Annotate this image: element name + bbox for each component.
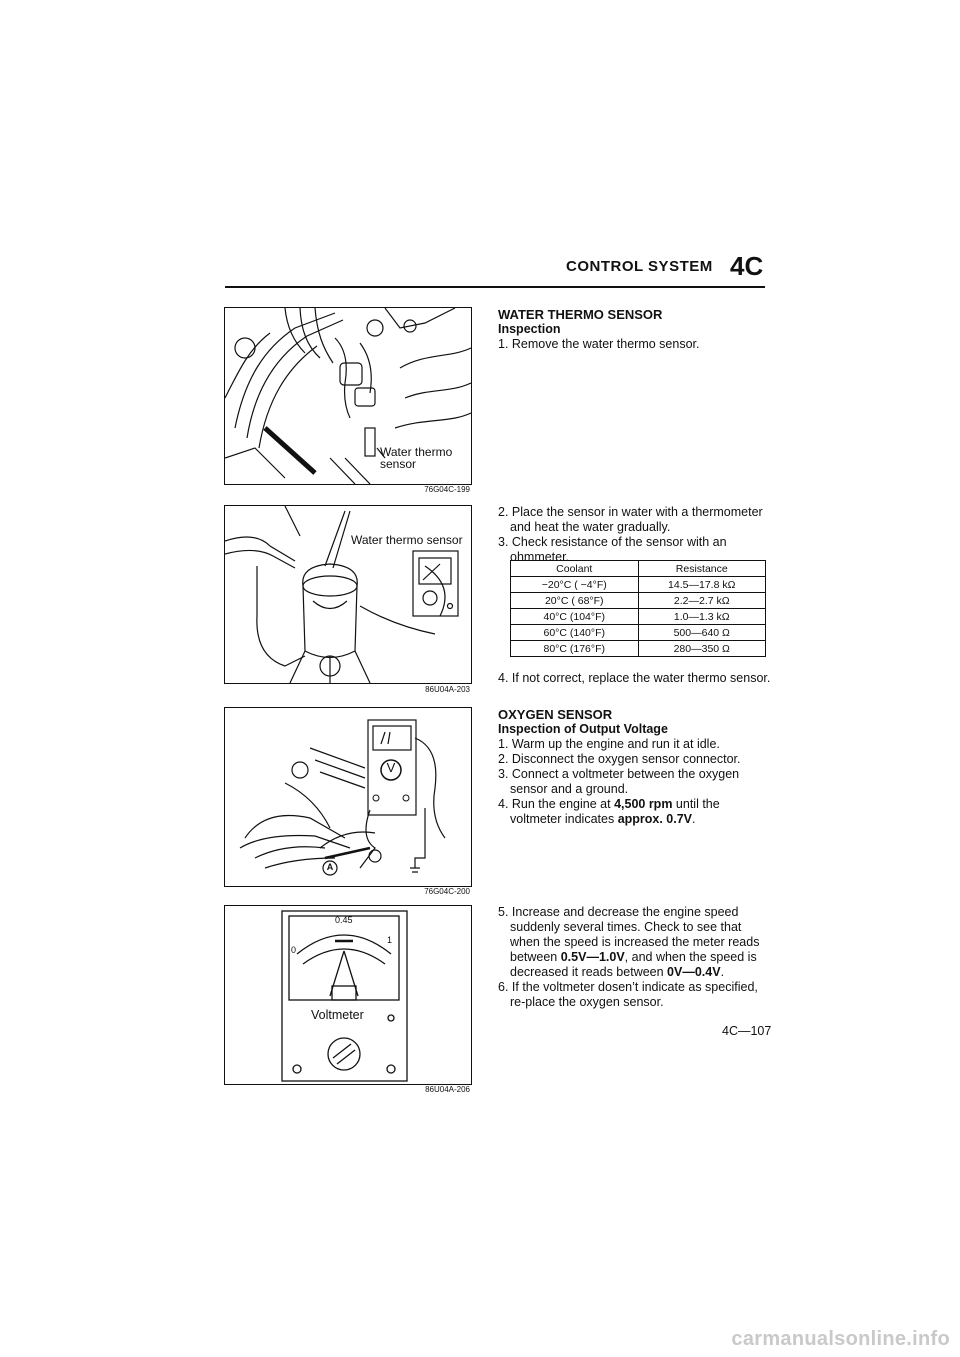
resistance-table: Coolant Resistance −20°C ( −4°F) 14.5—17… — [510, 560, 766, 657]
step-text: 3. Connect a voltmeter between the oxyge… — [498, 767, 740, 796]
table-cell: 20°C ( 68°F) — [510, 592, 639, 609]
figure-code: 76G04C-200 — [424, 887, 470, 896]
figure-engine-sensor: Water thermo sensor — [224, 307, 472, 485]
section-subheading: Inspection of Output Voltage — [498, 722, 668, 736]
water-thermo-steps: 2. Place the sensor in water with a ther… — [498, 505, 768, 565]
water-thermo-section: WATER THERMO SENSOR Inspection 1. Remove… — [498, 307, 768, 352]
table-cell: 60°C (140°F) — [510, 624, 639, 641]
voltage-value: approx. 0.7V — [617, 812, 693, 826]
table-cell: 14.5—17.8 kΩ — [637, 576, 766, 593]
table-row: 40°C (104°F) 1.0—1.3 kΩ — [510, 608, 766, 625]
figure-label: Water thermo sensor — [380, 445, 453, 471]
section-number: 4C — [730, 251, 764, 281]
table-row: 80°C (176°F) 280—350 Ω — [510, 640, 766, 657]
column-header: Coolant — [510, 560, 639, 577]
step-text: 6. If the voltmeter dosen’t indicate as … — [498, 980, 758, 1009]
section-subheading: Inspection — [498, 322, 561, 336]
rpm-value: 4,500 rpm — [614, 797, 673, 811]
table-cell: 500—640 Ω — [637, 624, 766, 641]
step-text: 4. If not correct, replace the water the… — [498, 671, 771, 685]
figure-sensor-water-test: Water thermo sensor — [224, 505, 472, 684]
watermark: carmanualsonline.info — [731, 1328, 950, 1350]
meter-symbol: V — [386, 760, 396, 775]
step-text: 2. Disconnect the oxygen sensor connecto… — [498, 752, 741, 766]
oxygen-steps-continued: 5. Increase and decrease the engine spee… — [498, 905, 768, 1010]
scale-max: 1 — [387, 935, 393, 945]
step-text: 1. Warm up the engine and run it at idle… — [498, 737, 720, 751]
scale-mid: 0.45 — [335, 915, 353, 925]
figure-label: Water thermo sensor — [351, 533, 463, 547]
table-row: 20°C ( 68°F) 2.2—2.7 kΩ — [510, 592, 766, 609]
figure-code: 76G04C-199 — [424, 485, 470, 494]
table-header-row: Coolant Resistance — [510, 560, 766, 577]
figure-voltmeter-face: 0 0.45 1 Voltmeter — [224, 905, 472, 1085]
column-header: Resistance — [637, 560, 766, 577]
marker-a: A — [326, 862, 334, 872]
table-cell: 40°C (104°F) — [510, 608, 639, 625]
page-number: 4C—107 — [722, 1024, 772, 1038]
section-title: CONTROL SYSTEM — [566, 258, 713, 275]
water-test-illustration — [225, 506, 459, 683]
figure-oxygen-voltmeter: V A — [224, 707, 472, 887]
table-cell: 1.0—1.3 kΩ — [637, 608, 766, 625]
figure-code: 86U04A-203 — [425, 685, 470, 694]
table-row: −20°C ( −4°F) 14.5—17.8 kΩ — [510, 576, 766, 593]
step-text: 1. Remove the water thermo sensor. — [498, 337, 700, 351]
header-rule — [225, 286, 765, 288]
step-text: 4. Run the engine at 4,500 rpm until the… — [498, 797, 720, 826]
table-cell: 280—350 Ω — [637, 640, 766, 657]
table-cell: 2.2—2.7 kΩ — [637, 592, 766, 609]
voltage-high-range: 0.5V—1.0V — [560, 950, 625, 964]
table-cell: 80°C (176°F) — [510, 640, 639, 657]
oxygen-voltmeter-illustration — [239, 719, 446, 876]
table-row: 60°C (140°F) 500—640 Ω — [510, 624, 766, 641]
figure-code: 86U04A-206 — [425, 1085, 470, 1094]
figure-label: Voltmeter — [311, 1008, 364, 1022]
engine-illustration — [225, 308, 471, 484]
oxygen-section: OXYGEN SENSOR Inspection of Output Volta… — [498, 707, 768, 827]
section-heading: OXYGEN SENSOR — [498, 707, 613, 722]
section-heading: WATER THERMO SENSOR — [498, 307, 663, 322]
voltage-low-range: 0V—0.4V — [667, 965, 721, 979]
table-cell: −20°C ( −4°F) — [510, 576, 639, 593]
voltmeter-illustration — [281, 910, 408, 1082]
scale-min: 0 — [291, 945, 297, 955]
step-text: 2. Place the sensor in water with a ther… — [498, 505, 763, 534]
step-text: 5. Increase and decrease the engine spee… — [498, 905, 760, 979]
